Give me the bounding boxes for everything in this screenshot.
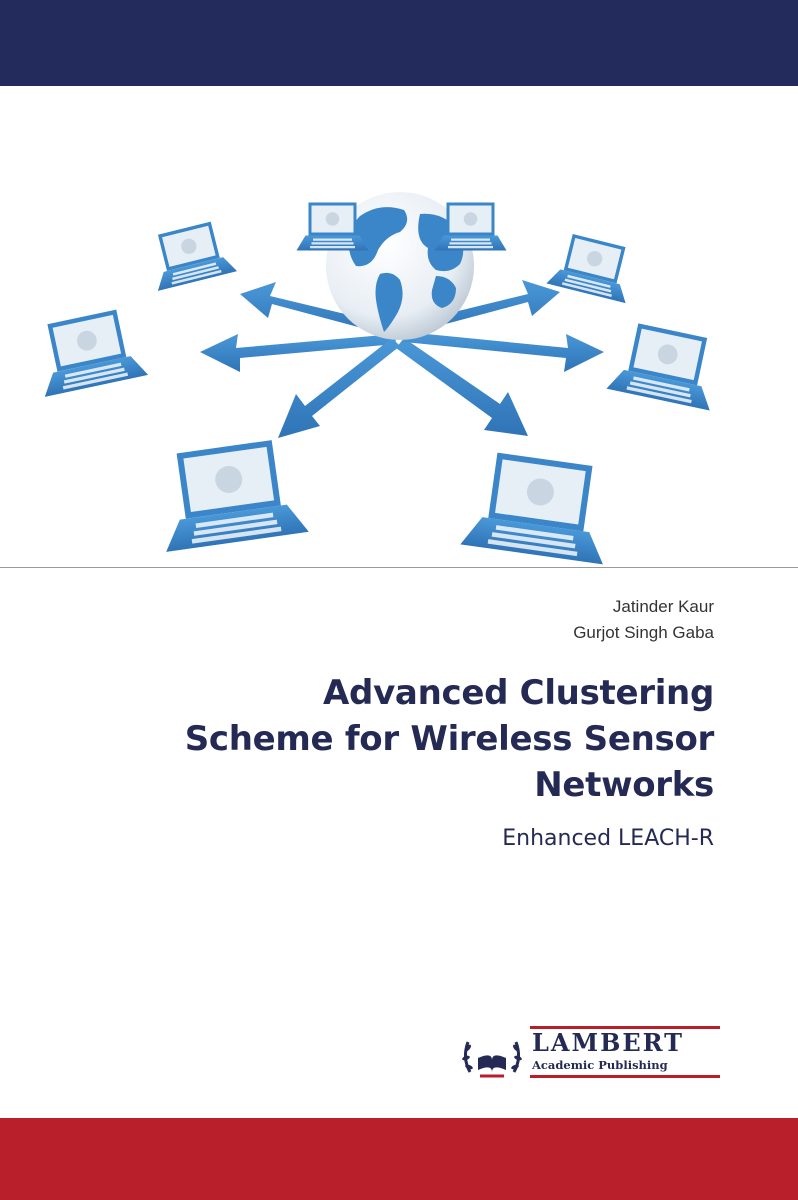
title-line: Advanced Clustering (323, 673, 714, 713)
publisher-name: LAMBERT (532, 1028, 685, 1057)
publisher-rule (530, 1026, 720, 1029)
publisher-rule (530, 1075, 720, 1078)
publisher-logo: LAMBERT Academic Publishing (460, 1022, 722, 1084)
bottom-color-band (0, 1118, 798, 1200)
arrow-icon (200, 280, 604, 438)
lap-emblem-icon (462, 1041, 522, 1078)
author-name: Jatinder Kaur (612, 597, 714, 616)
network-illustration (0, 86, 798, 568)
title-line: Scheme for Wireless Sensor (184, 719, 715, 759)
author-list: Jatinder Kaur Gurjot Singh Gaba (573, 594, 714, 646)
top-color-band (0, 0, 798, 86)
book-subtitle: Enhanced LEACH-R (502, 826, 714, 851)
book-title: Advanced Clustering Scheme for Wireless … (74, 670, 715, 808)
publisher-tagline: Academic Publishing (532, 1058, 668, 1072)
author-name: Gurjot Singh Gaba (573, 623, 714, 642)
title-line: Networks (534, 765, 714, 805)
globe-icon (326, 192, 474, 340)
illustration-divider (0, 567, 798, 568)
